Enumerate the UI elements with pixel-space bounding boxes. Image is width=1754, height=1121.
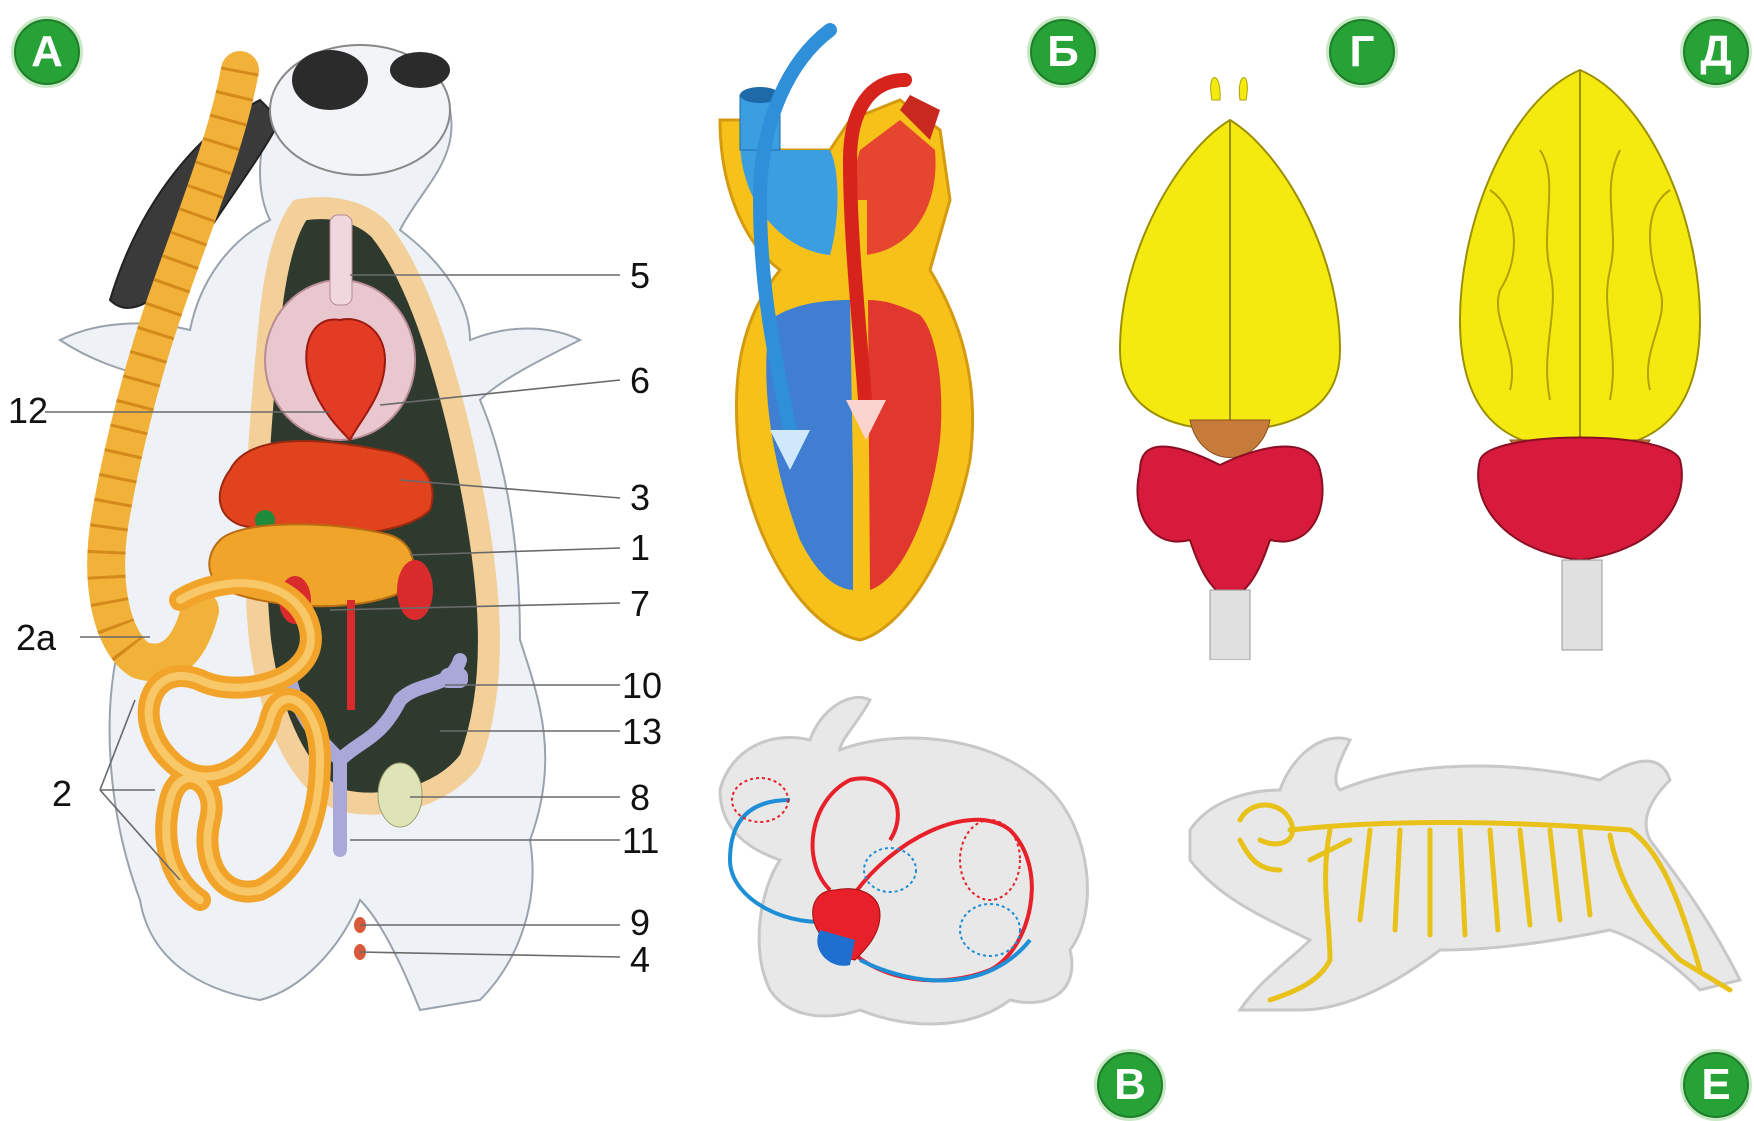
label-6: 6 bbox=[630, 363, 650, 399]
heart-schematic bbox=[700, 0, 1020, 660]
brain-smooth bbox=[1110, 70, 1360, 660]
label-7: 7 bbox=[630, 586, 650, 622]
spinal-cord-d bbox=[1562, 560, 1602, 650]
rabbit-silhouette-e bbox=[1190, 738, 1740, 1010]
bladder bbox=[378, 763, 422, 827]
label-5: 5 bbox=[630, 258, 650, 294]
trachea bbox=[330, 215, 352, 305]
panel-label-e: Е bbox=[1680, 1049, 1752, 1121]
kidney bbox=[397, 560, 433, 620]
cerebellum bbox=[1137, 447, 1322, 600]
olfactory-bulbs bbox=[1211, 78, 1248, 101]
rabbit-nose-patch bbox=[390, 52, 450, 88]
panel-label-b: Б bbox=[1027, 16, 1099, 88]
panel-label-d: Д bbox=[1680, 16, 1752, 88]
rabbit-anatomy-illustration bbox=[0, 0, 700, 1120]
panel-label-a: А bbox=[11, 16, 83, 88]
rabbit-eye-patch bbox=[292, 50, 368, 110]
label-2: 2 bbox=[52, 776, 72, 812]
label-11: 11 bbox=[622, 823, 659, 859]
label-1: 1 bbox=[630, 530, 650, 566]
label-4: 4 bbox=[630, 942, 650, 978]
label-9: 9 bbox=[630, 905, 650, 941]
spinal-cord bbox=[1210, 590, 1250, 660]
circulatory-system-rabbit bbox=[690, 690, 1110, 1050]
liver bbox=[220, 441, 433, 535]
cerebellum-d bbox=[1478, 438, 1682, 561]
panel-label-v: В bbox=[1094, 1049, 1166, 1121]
panel-label-g: Г bbox=[1326, 16, 1398, 88]
label-2a: 2а bbox=[16, 620, 56, 656]
label-10: 10 bbox=[622, 668, 662, 704]
label-12: 12 bbox=[8, 393, 48, 429]
label-3: 3 bbox=[630, 480, 650, 516]
label-13: 13 bbox=[622, 714, 662, 750]
nervous-system-rabbit bbox=[1180, 720, 1750, 1050]
aorta bbox=[347, 600, 355, 710]
label-8: 8 bbox=[630, 780, 650, 816]
brain-convoluted bbox=[1450, 60, 1710, 660]
